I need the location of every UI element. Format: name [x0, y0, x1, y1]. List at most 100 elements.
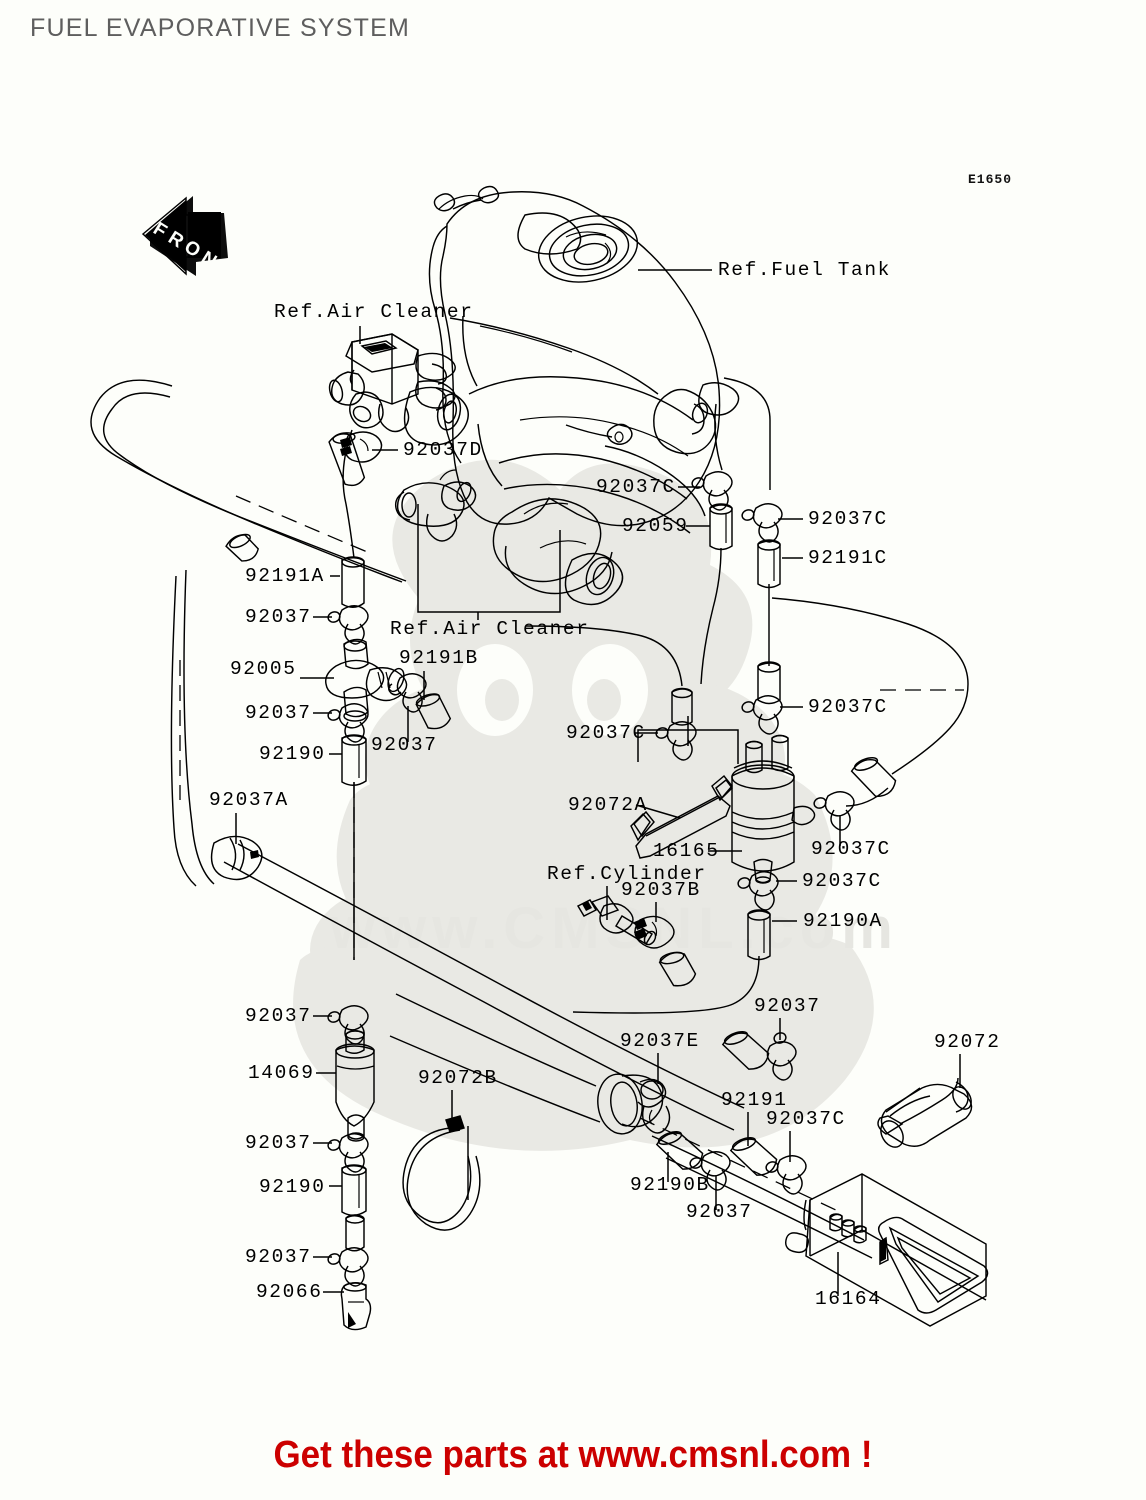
clamp-left-1 [327, 605, 369, 645]
p-92190B: 92190B [630, 1174, 710, 1196]
part-92190-tube-lower [341, 1164, 367, 1216]
p-92190-1: 92190 [259, 743, 326, 765]
p-92191: 92191 [721, 1089, 788, 1111]
leader-lines [235, 269, 961, 1296]
hose-92059-down [700, 547, 722, 685]
ref-cylinder: Ref.Cylinder [547, 863, 707, 885]
tube-right-diagonal [850, 757, 897, 798]
clamp-92037C-bottom [765, 1155, 807, 1195]
ref-air-cleaner-1: Ref.Air Cleaner [274, 301, 474, 323]
p-92005: 92005 [230, 658, 297, 680]
p-92037B: 92037B [621, 879, 701, 901]
ref-air-cleaner-2-bracket [417, 504, 561, 613]
p-92037-8: 92037 [245, 1246, 312, 1268]
hose-bottom-left-2 [389, 1035, 601, 1123]
p-92037-2: 92037 [245, 702, 312, 724]
clamp-92037C-filter-right [813, 791, 855, 831]
hose-tank-to-right [723, 377, 771, 490]
p-92072: 92072 [934, 1031, 1001, 1053]
tube-center-upper [671, 687, 693, 726]
clamp-left-3 [327, 1005, 369, 1045]
hose-center-upper [525, 625, 683, 687]
p-92059: 92059 [622, 515, 689, 537]
p-92037C-1: 92037C [596, 476, 676, 498]
part-92190-tube-upper [341, 734, 367, 786]
p-92191B: 92191B [399, 647, 479, 669]
p-92037E: 92037E [620, 1030, 700, 1052]
hose-bottom-right-2 [665, 1157, 873, 1259]
p-92037C-3: 92037C [566, 722, 646, 744]
tube-upper-bottom-row [721, 1031, 770, 1070]
p-92037C-7: 92037C [766, 1108, 846, 1130]
front-arrow-badge: F R O N T [141, 196, 235, 282]
part-92072-clamp [877, 1077, 973, 1148]
hose-tank-left [714, 403, 723, 471]
part-92190A-tube [747, 909, 771, 961]
p-92072A: 92072A [568, 794, 648, 816]
p-92037D: 92037D [403, 439, 483, 461]
p-92037C-6: 92037C [802, 870, 882, 892]
p-92037C-2: 92037C [808, 508, 888, 530]
air-cleaner-intake [492, 498, 624, 606]
p-92191C: 92191C [808, 547, 888, 569]
front-letter-t: T [213, 257, 234, 281]
air-cleaner-valve-assembly [328, 333, 469, 446]
fuel-tank-illustration [428, 185, 740, 534]
hose-bottom-dash [639, 1117, 841, 1213]
ref-air-cleaner-2: Ref.Air Cleaner [390, 618, 590, 640]
p-92037-5: 92037 [754, 995, 821, 1017]
part-label-group: 92037D 92037C 92059 92037C 92191C 92191A 92037… [209, 439, 1001, 1310]
clamp-92037C-center [655, 721, 697, 761]
part-16165-fuel-filter [731, 734, 816, 884]
part-92059-tube [709, 503, 733, 551]
p-92072B: 92072B [418, 1067, 498, 1089]
hose-far-left-2 [170, 575, 197, 887]
p-14069: 14069 [248, 1062, 315, 1084]
p-92037-6: 92037 [245, 1132, 312, 1154]
hose-right-connect [845, 787, 889, 807]
clamp-92037C-right-2 [741, 695, 783, 735]
p-92037-4: 92037 [245, 1005, 312, 1027]
clamp-92037C-filter-bottom [737, 871, 779, 911]
hose-bottom-left-1 [395, 993, 597, 1087]
tube-below-sensor [658, 951, 697, 987]
p-92037A: 92037A [209, 789, 289, 811]
p-92190-2: 92190 [259, 1176, 326, 1198]
hose-diagonal-main-2 [237, 843, 745, 1109]
p-16165: 16165 [653, 840, 720, 862]
p-16164: 16164 [815, 1288, 882, 1310]
clamp-92037-bottom-2 [689, 1151, 731, 1191]
part-16164-canister [784, 1173, 989, 1327]
hose-92190A-down [572, 955, 760, 1014]
part-92005-fitting [324, 638, 408, 722]
tube-92190B [655, 1131, 704, 1170]
part-92072A-strap [630, 774, 733, 859]
p-92037-1: 92037 [245, 606, 312, 628]
tee-fitting-upper [394, 469, 477, 542]
part-92037D-clamp [340, 431, 383, 463]
ref-cylinder-sensor [576, 895, 657, 946]
p-92037-7: 92037 [686, 1201, 753, 1223]
p-92066: 92066 [256, 1281, 323, 1303]
tube-small-left [225, 533, 259, 562]
part-92066-plug [340, 1282, 372, 1331]
part-92072B-clamp [402, 1115, 481, 1231]
hose-right-to-top [771, 597, 969, 685]
hose-far-left [183, 569, 215, 885]
clamp-left-5 [327, 1247, 369, 1287]
hose-right-up [891, 683, 969, 775]
clamp-92037C-right-1 [741, 503, 783, 543]
clamp-left-4 [327, 1133, 369, 1173]
hose-diagonal-main [223, 861, 735, 1131]
p-92191A: 92191A [245, 565, 325, 587]
clamp-92037-bottom-1 [766, 1032, 797, 1081]
hose-left-loop [90, 379, 407, 583]
ref-fuel-tank: Ref.Fuel Tank [718, 259, 891, 281]
p-92190A: 92190A [803, 910, 883, 932]
clamp-left-2 [327, 703, 369, 743]
p-92037-3: 92037 [371, 734, 438, 756]
p-92037C-4: 92037C [808, 696, 888, 718]
diagram-code: E1650 [968, 172, 1013, 187]
